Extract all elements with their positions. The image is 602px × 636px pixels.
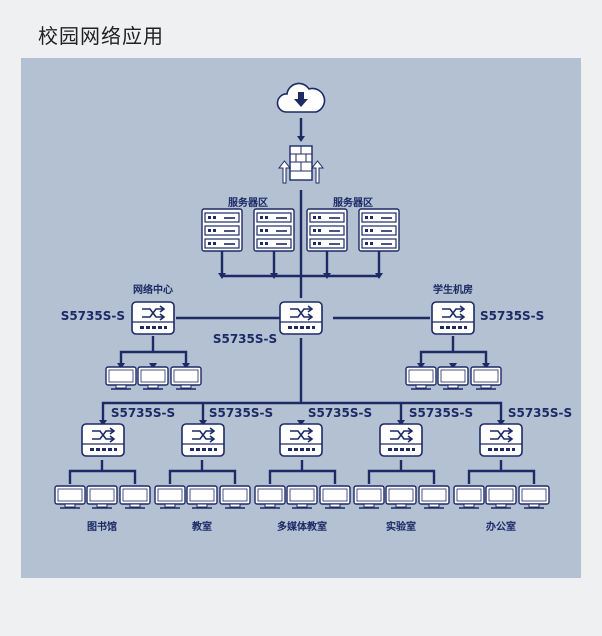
student-lab-label: 学生机房 <box>433 283 473 296</box>
computer-icon <box>485 485 517 509</box>
computer-icon <box>105 366 137 390</box>
access-switch-model-4: S5735S-S <box>409 406 473 420</box>
server-icon <box>358 208 400 252</box>
computer-icon <box>286 485 318 509</box>
firewall-icon <box>277 145 325 184</box>
page-title: 校园网络应用 <box>38 24 164 48</box>
access-switch-icon <box>181 423 225 457</box>
computer-icon <box>470 366 502 390</box>
computer-icon <box>405 366 437 390</box>
computer-icon <box>170 366 202 390</box>
computer-icon <box>418 485 450 509</box>
server-icon <box>306 208 348 252</box>
access-switch-icon <box>379 423 423 457</box>
office-label: 办公室 <box>486 520 516 533</box>
computer-icon <box>518 485 550 509</box>
server-icon <box>253 208 295 252</box>
computer-icon <box>219 485 251 509</box>
student-lab-switch-model: S5735S-S <box>480 309 544 323</box>
computer-icon <box>54 485 86 509</box>
classroom-label: 教室 <box>191 520 212 533</box>
computer-icon <box>385 485 417 509</box>
multimedia-classroom-label: 多媒体教室 <box>277 520 327 533</box>
network-center-label: 网络中心 <box>133 283 173 296</box>
access-switch-model-2: S5735S-S <box>209 406 273 420</box>
computer-icon <box>154 485 186 509</box>
core-switch-icon <box>279 301 323 335</box>
computer-icon <box>86 485 118 509</box>
student-lab-switch-icon <box>431 301 475 335</box>
computer-icon <box>137 366 169 390</box>
computer-icon <box>353 485 385 509</box>
core-switch-model: S5735S-S <box>213 332 277 346</box>
connection-arrows <box>99 136 505 426</box>
network-center-switch-icon <box>131 301 175 335</box>
library-label: 图书馆 <box>87 520 117 533</box>
laboratory-label: 实验室 <box>386 520 416 533</box>
network-center-switch-model: S5735S-S <box>61 309 125 323</box>
access-switch-icon <box>81 423 125 457</box>
computer-icon <box>186 485 218 509</box>
access-switch-model-3: S5735S-S <box>308 406 372 420</box>
computer-icon <box>453 485 485 509</box>
computer-icon <box>254 485 286 509</box>
access-switch-icon <box>479 423 523 457</box>
server-zone-left-label: 服务器区 <box>228 196 268 209</box>
computer-icon <box>119 485 151 509</box>
access-switch-icon <box>279 423 323 457</box>
access-switch-model-1: S5735S-S <box>111 406 175 420</box>
cloud-icon <box>276 82 326 113</box>
access-switch-model-5: S5735S-S <box>508 406 572 420</box>
server-zone-right-label: 服务器区 <box>333 196 373 209</box>
server-icon <box>201 208 243 252</box>
computer-icon <box>319 485 351 509</box>
connection-lines <box>68 118 536 484</box>
computer-icon <box>437 366 469 390</box>
